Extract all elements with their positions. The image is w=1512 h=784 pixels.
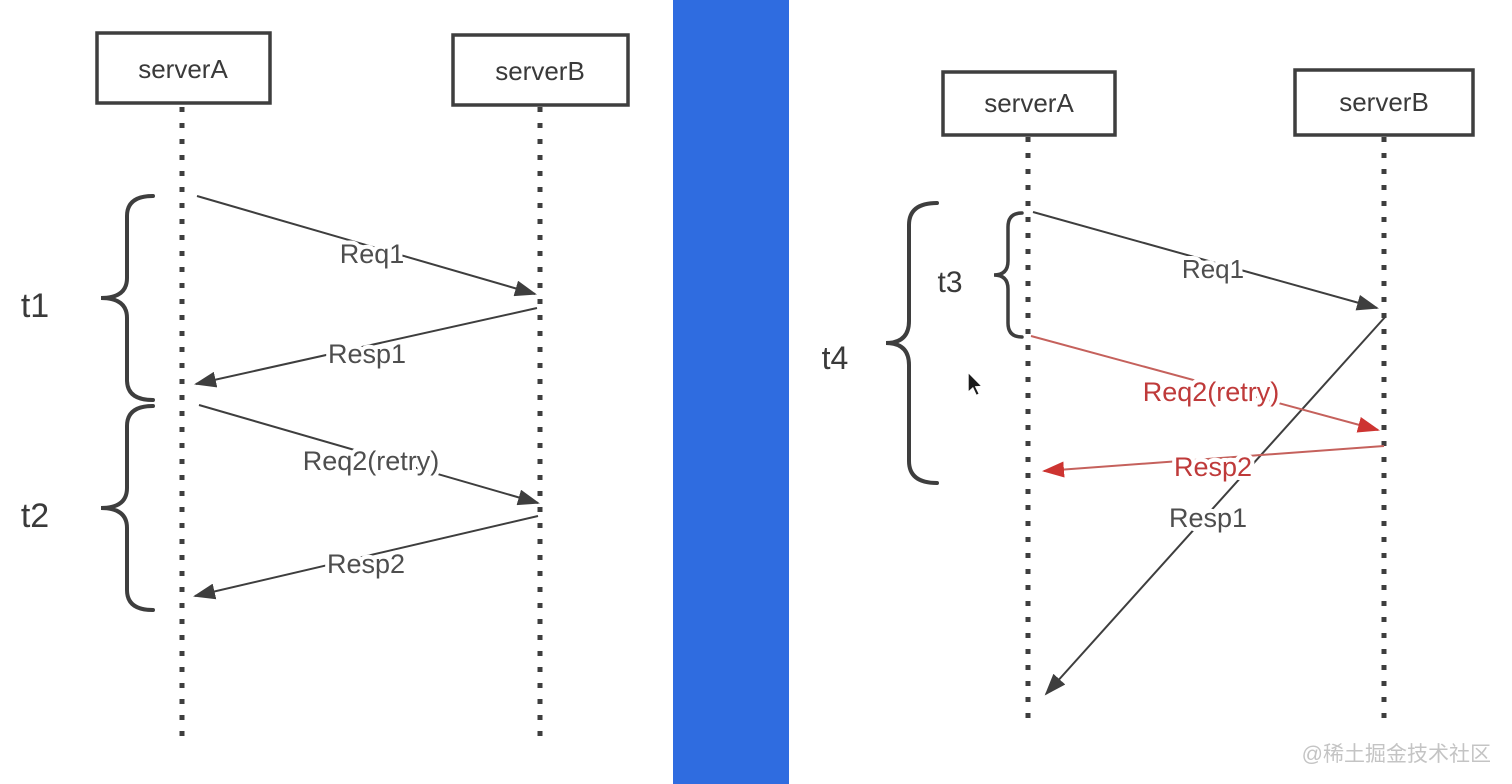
message-label-req1: Req1 xyxy=(1182,254,1244,284)
arrow-req2-retry xyxy=(198,404,540,506)
arrow-req2-retry xyxy=(1030,335,1380,433)
participant-label-servera: serverA xyxy=(138,54,228,84)
mouse-cursor xyxy=(967,370,984,397)
brace-label-t2: t2 xyxy=(21,497,49,535)
arrow-resp1 xyxy=(1044,315,1387,696)
participant-label-servera: serverA xyxy=(984,88,1074,118)
left-diagram: serverA serverB Req1 Resp1 Req2(retry) R… xyxy=(21,31,630,746)
message-label-resp1: Resp1 xyxy=(1169,503,1247,533)
participant-box-serverb xyxy=(1293,68,1475,137)
brace-t4 xyxy=(885,201,939,485)
arrow-req1 xyxy=(196,195,537,297)
participant-box-serverb xyxy=(451,33,630,107)
brace-label-t3: t3 xyxy=(937,266,962,299)
arrow-req1 xyxy=(1032,211,1379,311)
brace-label-t1: t1 xyxy=(21,287,49,325)
watermark: @稀土掘金技术社区 xyxy=(1302,743,1491,766)
arrow-resp1 xyxy=(194,307,538,388)
brace-t1 xyxy=(100,194,155,402)
participant-label-serverb: serverB xyxy=(1339,87,1429,117)
brace-t2 xyxy=(100,404,155,612)
message-label-resp2: Resp2 xyxy=(327,549,405,579)
arrow-resp2 xyxy=(1042,445,1385,478)
message-label-req2-retry: Req2(retry) xyxy=(303,446,440,476)
participant-box-servera xyxy=(941,70,1117,137)
participant-label-serverb: serverB xyxy=(495,56,585,86)
message-label-req2-retry: Req2(retry) xyxy=(1143,377,1280,407)
participant-box-servera xyxy=(95,31,272,105)
message-label-resp1: Resp1 xyxy=(328,339,406,369)
brace-t3 xyxy=(993,211,1024,339)
message-label-resp2: Resp2 xyxy=(1174,452,1252,482)
arrow-resp2 xyxy=(193,515,539,600)
divider-bar xyxy=(673,0,789,784)
right-diagram: serverA serverB Req1 Resp1 Req2(retry) R… xyxy=(822,68,1475,727)
brace-label-t4: t4 xyxy=(822,340,849,376)
message-label-req1: Req1 xyxy=(340,239,405,269)
